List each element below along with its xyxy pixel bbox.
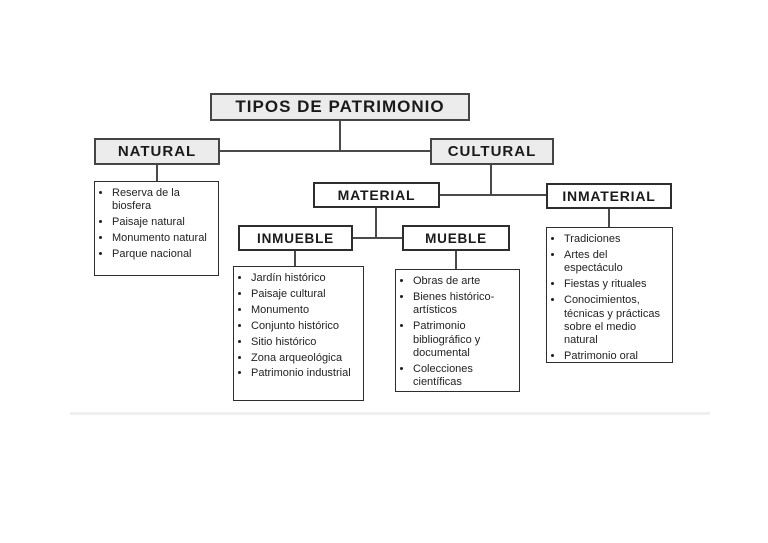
list-item: Monumento natural: [112, 232, 210, 245]
node-natural: NATURAL: [94, 138, 220, 165]
connector-natural-list: [156, 165, 158, 182]
node-inmaterial: INMATERIAL: [546, 183, 672, 209]
connector-material-down: [375, 208, 377, 239]
list-item: Paisaje cultural: [251, 288, 355, 301]
list-item: Obras de arte: [413, 275, 511, 288]
page-title: TIPOS DE PATRIMONIO: [235, 97, 445, 116]
list-item: Conocimientos, técnicas y prácticas sobr…: [564, 294, 664, 348]
list-item: Monumento: [251, 304, 355, 317]
node-material: MATERIAL: [313, 182, 440, 208]
connector-inmueble-list: [294, 251, 296, 266]
node-natural-label: NATURAL: [117, 143, 197, 160]
node-cultural-label: CULTURAL: [447, 143, 537, 160]
list-item: Colecciones científicas: [413, 363, 511, 390]
list-item: Fiestas y rituales: [564, 278, 664, 291]
node-cultural: CULTURAL: [430, 138, 554, 165]
node-material-label: MATERIAL: [337, 187, 416, 203]
mueble-items: Obras de arte Bienes histórico-artístico…: [396, 270, 519, 396]
list-item: Patrimonio industrial: [251, 367, 355, 380]
mueble-list: Obras de arte Bienes histórico-artístico…: [395, 269, 520, 392]
natural-items: Reserva de la biosfera Paisaje natural M…: [95, 182, 218, 268]
page-fold-shadow: [70, 412, 710, 415]
list-item: Bienes histórico-artísticos: [413, 291, 511, 318]
connector-material-inmaterial: [440, 194, 546, 196]
node-mueble: MUEBLE: [402, 225, 510, 251]
list-item: Reserva de la biosfera: [112, 187, 210, 214]
list-item: Conjunto histórico: [251, 320, 355, 333]
list-item: Paisaje natural: [112, 216, 210, 229]
connector-cultural-down: [490, 165, 492, 196]
connector-inmueble-mueble: [353, 237, 402, 239]
inmueble-items: Jardín histórico Paisaje cultural Monume…: [234, 267, 363, 387]
list-item: Jardín histórico: [251, 272, 355, 285]
inmaterial-items: Tradiciones Artes del espectáculo Fiesta…: [547, 228, 672, 370]
title-box: TIPOS DE PATRIMONIO: [210, 93, 470, 121]
node-inmueble: INMUEBLE: [238, 225, 353, 251]
list-item: Zona arqueológica: [251, 352, 355, 365]
list-item: Artes del espectáculo: [564, 249, 664, 276]
connector-inmaterial-list: [608, 209, 610, 227]
connector-natural-cultural: [220, 150, 430, 152]
connector-title-down: [339, 121, 341, 151]
node-inmueble-label: INMUEBLE: [257, 230, 334, 246]
node-mueble-label: MUEBLE: [425, 230, 487, 246]
inmueble-list: Jardín histórico Paisaje cultural Monume…: [233, 266, 364, 401]
natural-list: Reserva de la biosfera Paisaje natural M…: [94, 181, 219, 276]
node-inmaterial-label: INMATERIAL: [562, 188, 656, 204]
list-item: Patrimonio bibliográfico y documental: [413, 320, 511, 360]
connector-mueble-list: [455, 251, 457, 269]
inmaterial-list: Tradiciones Artes del espectáculo Fiesta…: [546, 227, 673, 363]
list-item: Sitio histórico: [251, 336, 355, 349]
list-item: Parque nacional: [112, 248, 210, 261]
list-item: Patrimonio oral: [564, 350, 664, 363]
list-item: Tradiciones: [564, 233, 664, 246]
